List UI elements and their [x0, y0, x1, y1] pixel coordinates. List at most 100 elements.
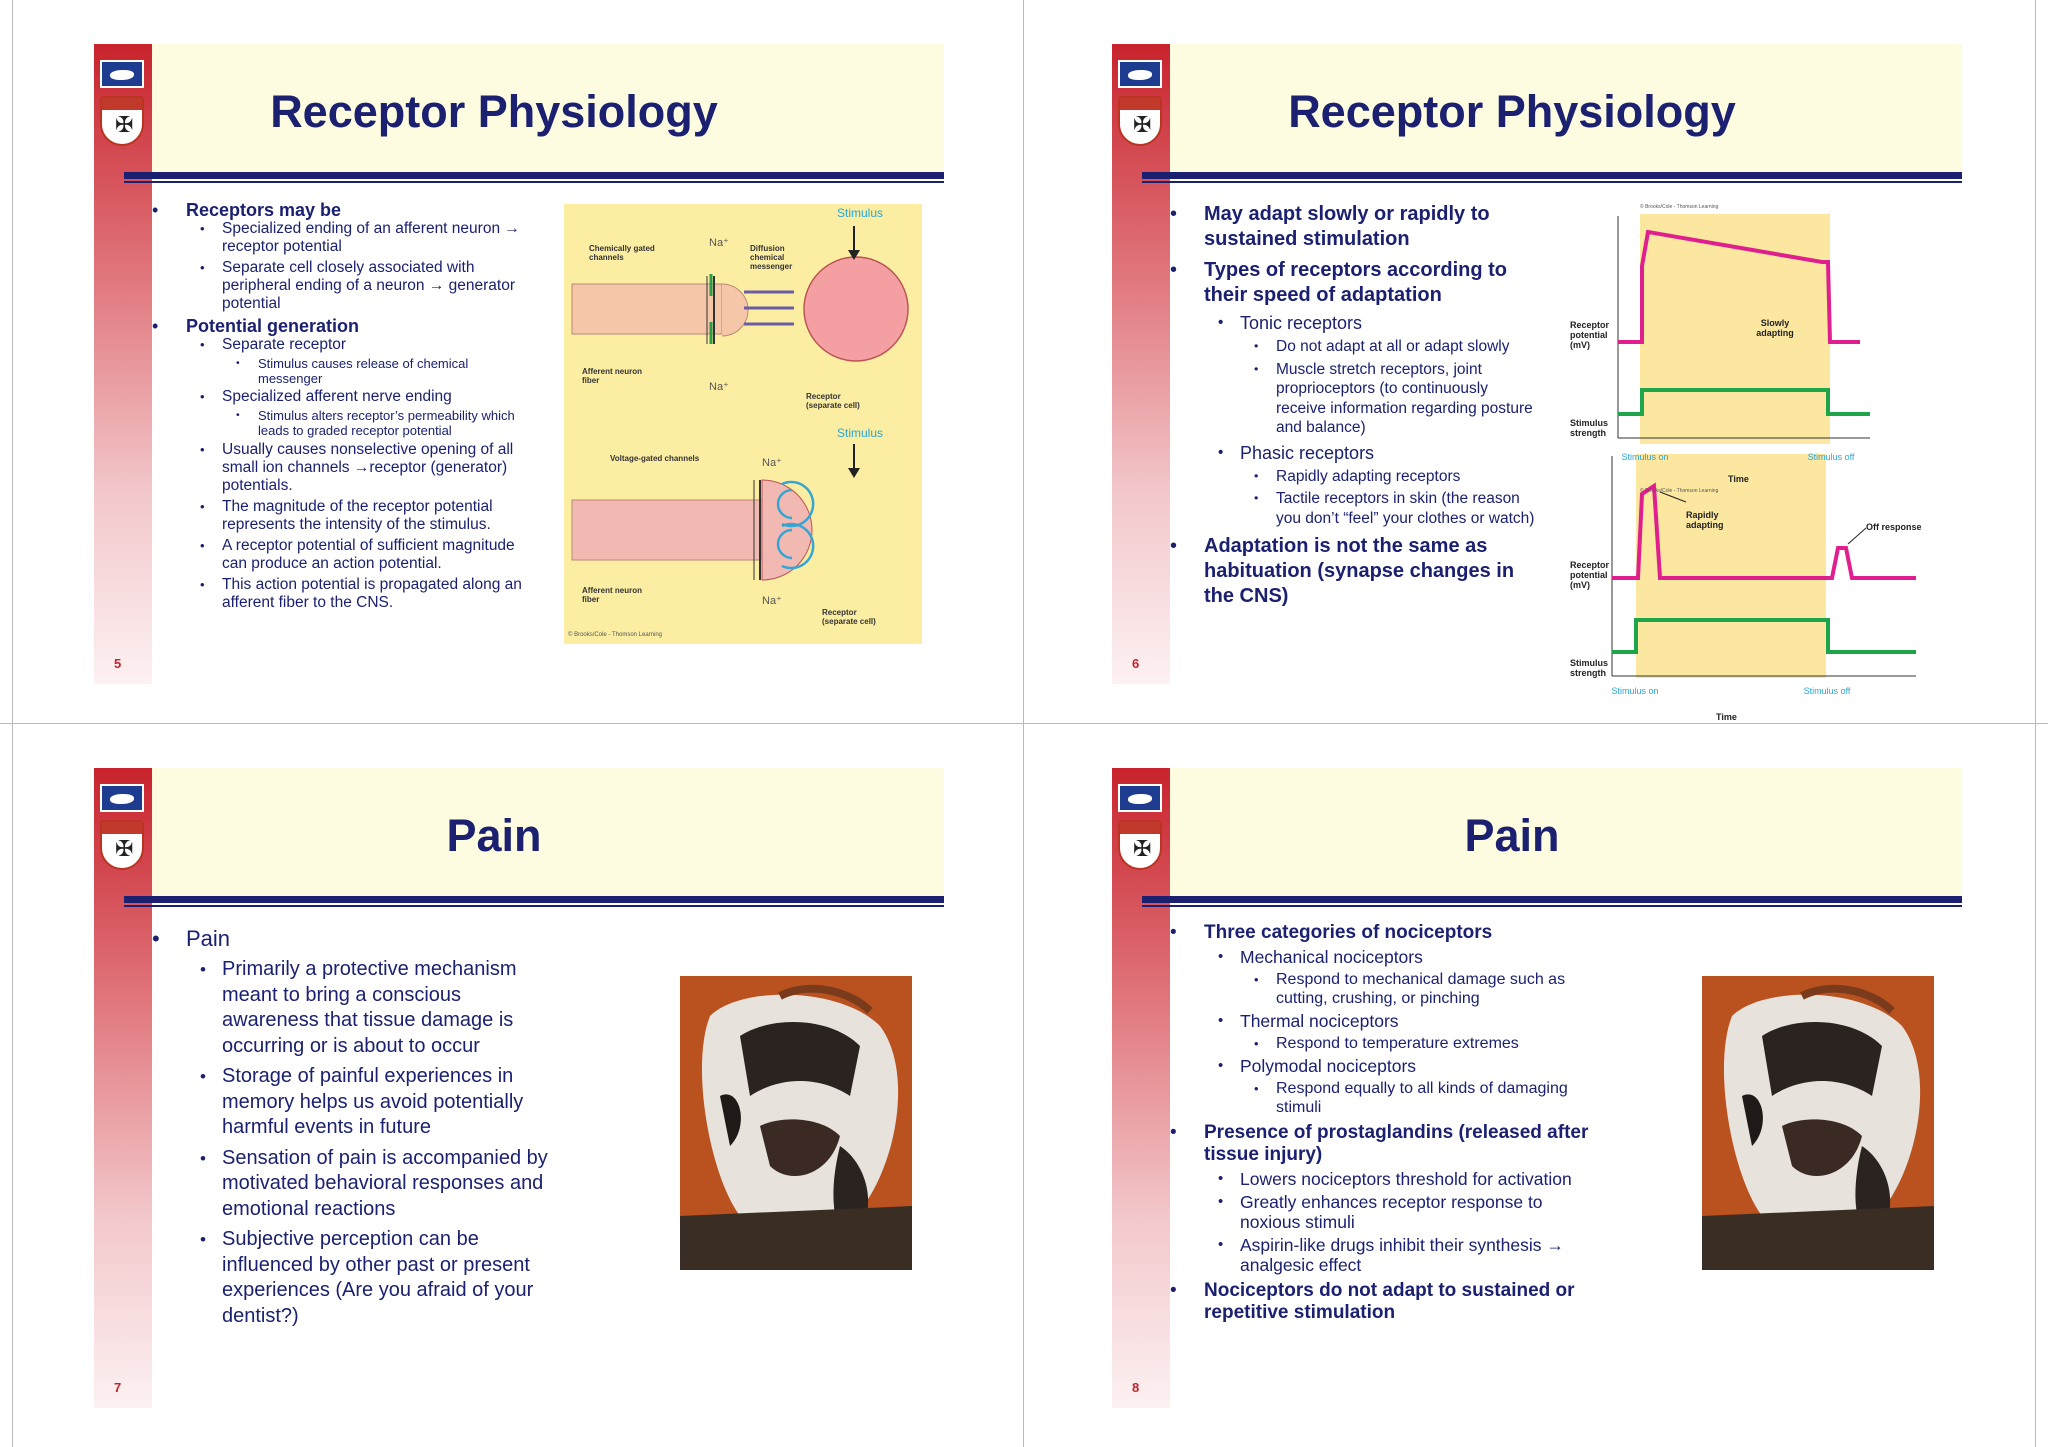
stimulus-on-label: Stimulus on — [1621, 452, 1669, 462]
title-rule-thin — [124, 905, 944, 907]
pain-painting-image — [1702, 976, 1934, 1270]
page-number: 6 — [1132, 656, 1140, 671]
na-label: Na⁺ — [762, 595, 782, 607]
slide-body: Three categories of nociceptors Mechanic… — [1170, 922, 1590, 1324]
sub-sub-bullet: Stimulus alters receptor’s permeability … — [224, 408, 532, 438]
bullet: Adaptation is not the same as habituatio… — [1170, 534, 1540, 609]
bullet-text: Three categories of nociceptors — [1204, 922, 1493, 943]
bullet-text: A receptor potential of sufficient magni… — [222, 537, 515, 572]
slide-title: Receptor Physiology — [1288, 86, 1736, 137]
sub-bullet: Polymodal nociceptors — [1206, 1056, 1590, 1076]
bullet-text: Greatly enhances receptor response to no… — [1240, 1192, 1543, 1232]
bullet-text: Phasic receptors — [1240, 442, 1375, 463]
voltage-gated-label: Voltage-gated channels — [610, 454, 700, 463]
stimulus-label-bottom: Stimulus — [837, 426, 884, 440]
bullet-text: Usually causes nonselective opening of a… — [222, 441, 514, 494]
receptor-label: Receptor (separate cell) — [806, 392, 860, 410]
slide-body: Receptors may be Specialized ending of a… — [152, 200, 532, 612]
graph-credit: © Brooks/Cole - Thomson Learning — [1640, 204, 1719, 210]
na-label: Na⁺ — [709, 237, 729, 249]
title-rule-thin — [1142, 181, 1962, 183]
bullet-text: Pain — [186, 926, 231, 951]
figure-credit: © Brooks/Cole - Thomson Learning — [568, 632, 663, 638]
na-label: Na⁺ — [709, 381, 729, 393]
bullet-text: Sensation of pain is accompanied by moti… — [222, 1146, 548, 1220]
slide-sidebar — [1112, 768, 1170, 1408]
receptor-label: Receptor (separate cell) — [822, 608, 876, 626]
sub-sub-bullet: Do not adapt at all or adapt slowly — [1242, 337, 1540, 357]
bullet: Pain — [152, 926, 552, 952]
sub-sub-bullet: Muscle stretch receptors, joint proprioc… — [1242, 360, 1540, 438]
bullet-text: Mechanical nociceptors — [1240, 947, 1423, 967]
stimulus-off-label: Stimulus off — [1803, 686, 1851, 696]
sub-sub-bullet: Respond equally to all kinds of damaging… — [1242, 1079, 1590, 1117]
bullet-text: Separate cell closely associated with pe… — [222, 259, 515, 312]
graph-credit: © Brooks/Cole - Thomson Learning — [1640, 488, 1719, 494]
bullet-text: Thermal nociceptors — [1240, 1011, 1399, 1031]
sub-bullet: Specialized afferent nerve ending — [188, 388, 532, 406]
title-rule-thin — [124, 181, 944, 183]
slide-title: Receptor Physiology — [270, 86, 718, 137]
slide-sidebar — [94, 768, 152, 1408]
time-label: Time — [1728, 474, 1749, 484]
page-number: 7 — [114, 1380, 122, 1395]
sub-bullet: Subjective perception can be influenced … — [188, 1227, 552, 1329]
bullet-text: Primarily a protective mechanism meant t… — [222, 958, 517, 1057]
slide-6: ✠ Receptor Physiology 6 May adapt slowly… — [1024, 0, 2048, 723]
bullet-text: Muscle stretch receptors, joint proprioc… — [1276, 360, 1533, 437]
title-rule — [1142, 172, 1962, 179]
title-rule-thin — [1142, 905, 1962, 907]
bullet-text: Receptors may be — [186, 200, 342, 220]
slide-8: ✠ Pain 8 Three categories of nociceptors… — [1024, 724, 2048, 1447]
slide-header — [1170, 768, 1962, 896]
slide-5: ✠ Receptor Physiology 5 Receptors may be… — [0, 0, 1024, 723]
bullet-text: Aspirin-like drugs inhibit their synthes… — [1240, 1235, 1564, 1275]
bullet: Presence of prostaglandins (released aft… — [1170, 1122, 1590, 1166]
pain-painting-image — [680, 976, 912, 1270]
receptor-figure: Stimulus Chemically gated channels Diffu… — [564, 204, 922, 644]
university-logo: ✠ — [1118, 784, 1166, 870]
bullet-text: Subjective perception can be influenced … — [222, 1228, 534, 1327]
stimulus-label-top: Stimulus — [837, 206, 884, 220]
off-response-label: Off response — [1866, 522, 1922, 532]
bullet-text: Nociceptors do not adapt to sustained or… — [1204, 1280, 1575, 1323]
bullet-text: Tactile receptors in skin (the reason yo… — [1276, 490, 1535, 527]
flag-icon — [100, 60, 144, 88]
stimulus-off-label: Stimulus off — [1807, 452, 1855, 462]
sub-bullet: Separate receptor — [188, 336, 532, 354]
stimulus-on-label: Stimulus on — [1611, 686, 1659, 696]
bullet-text: Rapidly adapting receptors — [1276, 467, 1461, 485]
slide-header — [152, 768, 944, 896]
chem-gated-label: Chemically gated channels — [589, 244, 655, 262]
bullet-text: Respond to mechanical damage such as cut… — [1276, 971, 1566, 1007]
bullet: Three categories of nociceptors — [1170, 922, 1590, 944]
sub-bullet: Lowers nociceptors threshold for activat… — [1206, 1169, 1590, 1189]
bullet-text: May adapt slowly or rapidly to sustained… — [1204, 203, 1490, 250]
afferent-label: Afferent neuron fiber — [582, 586, 642, 604]
sub-bullet: Storage of painful experiences in memory… — [188, 1064, 552, 1141]
bullet-text: Do not adapt at all or adapt slowly — [1276, 338, 1510, 355]
bullet-text: Tonic receptors — [1240, 313, 1363, 333]
na-label: Na⁺ — [762, 457, 782, 469]
slide-body: Pain Primarily a protective mechanism me… — [152, 926, 552, 1329]
bullet-text: Storage of painful experiences in memory… — [222, 1065, 524, 1138]
sub-bullet: The magnitude of the receptor potential … — [188, 498, 532, 534]
slide-title: Pain — [1464, 810, 1560, 861]
stimulus-strength-label: Stimulus strength — [1570, 658, 1609, 678]
title-rule — [124, 896, 944, 903]
bullet: Nociceptors do not adapt to sustained or… — [1170, 1280, 1590, 1324]
bullet-text: The magnitude of the receptor potential … — [222, 498, 493, 533]
page-number: 5 — [114, 656, 122, 671]
slide-body: May adapt slowly or rapidly to sustained… — [1170, 202, 1540, 609]
bullet-text: Specialized afferent nerve ending — [222, 388, 452, 405]
bullet: Receptors may be — [152, 200, 532, 220]
bullet-text: Specialized ending of an afferent neuron… — [222, 220, 520, 255]
sub-bullet: Separate cell closely associated with pe… — [188, 259, 532, 313]
slide-sidebar — [1112, 44, 1170, 684]
sub-sub-bullet: Stimulus causes release of chemical mess… — [224, 356, 532, 386]
slowly-adapting-label: Slowly adapting — [1756, 318, 1794, 338]
sub-bullet: Thermal nociceptors — [1206, 1011, 1590, 1031]
bullet-text: Adaptation is not the same as habituatio… — [1204, 535, 1515, 607]
slide-7: ✠ Pain 7 Pain Primarily a protective mec… — [0, 724, 1024, 1447]
flag-icon — [100, 784, 144, 812]
